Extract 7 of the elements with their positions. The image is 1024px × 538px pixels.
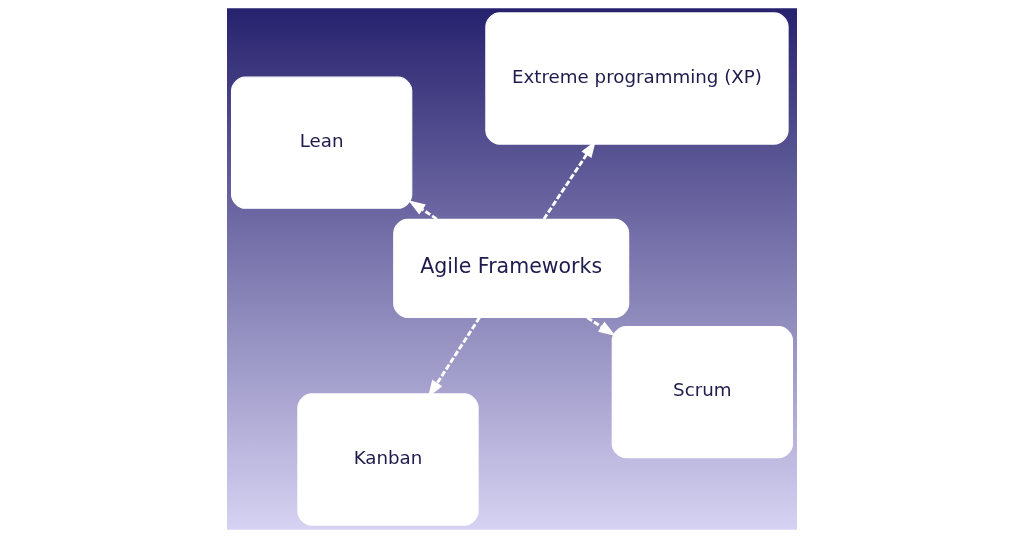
node-box: Lean <box>231 76 413 209</box>
arrow <box>408 200 438 221</box>
node-box: Extreme programming (XP) <box>485 12 789 145</box>
node-box: Kanban <box>297 393 479 526</box>
node-box: Agile Frameworks <box>393 218 630 318</box>
node-box: Scrum <box>611 325 793 459</box>
arrow <box>586 316 616 336</box>
